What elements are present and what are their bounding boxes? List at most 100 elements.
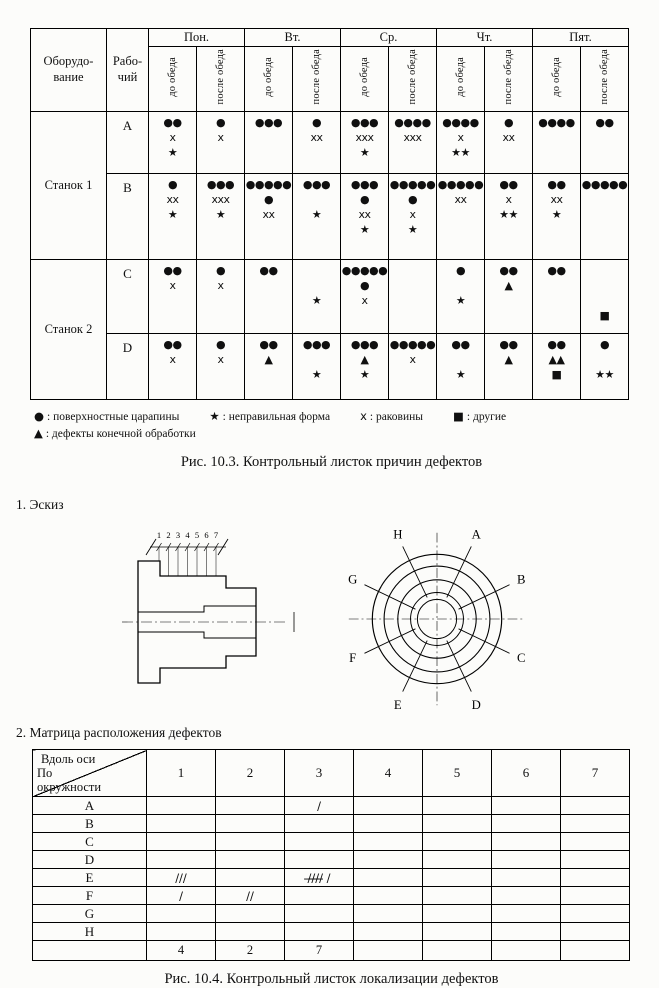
matrix-row-d: D	[32, 850, 630, 869]
bore-lower-line	[138, 631, 256, 639]
symbol-cell: ●●	[580, 111, 629, 174]
symbol-cell: ●● x ★	[148, 111, 197, 174]
part-outline	[137, 560, 257, 684]
legend: ●: поверхностные царапины ★: неправильна…	[34, 409, 633, 440]
tally-cell	[284, 886, 354, 905]
symbol-cell: ●● x	[148, 333, 197, 400]
total-cell	[560, 940, 630, 961]
matrix-column-header: 7	[560, 749, 630, 797]
equipment-cell: Станок 2	[30, 259, 107, 400]
zone-number: 2	[166, 530, 170, 540]
table-row-worker-a: Станок 1 A ●● x ★ ● x ●●● ● xx ●●● xxx ★…	[30, 111, 629, 260]
tally-cell	[215, 850, 285, 869]
matrix-row-b: B	[32, 814, 630, 833]
row-label: E	[32, 868, 147, 887]
sector-label: D	[472, 698, 481, 712]
tally-cell	[284, 814, 354, 833]
tally-cell	[560, 832, 630, 851]
shift-header-row: до обеда после обеда до обеда после обед…	[31, 46, 629, 112]
symbol-cell: ●●●● xxx	[388, 111, 437, 174]
table-row-worker-b: B ● xx ★ ●●● xxx ★ ●●●●● ● xx ●●● ★ ●●● …	[31, 173, 629, 260]
matrix-column-header: 3	[284, 749, 354, 797]
symbol-cell: ●●●●● ● xx	[244, 173, 293, 260]
tally-cell	[422, 886, 492, 905]
sector-label: H	[393, 528, 402, 542]
matrix-row-h: H	[32, 922, 630, 941]
tally-cell	[146, 904, 216, 923]
equipment-cell: Станок 1	[30, 111, 107, 260]
worker-cell: B	[106, 173, 149, 260]
sector-label: B	[517, 573, 526, 587]
symbol-cell: ●● ▲▲ ■	[532, 333, 581, 400]
symbol-cell: ● xx	[484, 111, 533, 174]
symbol-cell: ●●●●● ● x ★	[388, 173, 437, 260]
before-lunch-label: до обеда	[262, 57, 274, 97]
zone-number: 7	[214, 530, 218, 540]
symbol-cell: ●●● xxx ★	[196, 173, 245, 260]
total-cell: 2	[215, 940, 285, 961]
after-lunch-label: после обеда	[406, 49, 418, 105]
tally-cell	[422, 796, 492, 815]
worker-column-header: Рабо- чий	[106, 28, 149, 112]
symbol-cell: ●●	[244, 259, 293, 334]
tally-cell: /	[146, 886, 216, 905]
zone-number: 3	[176, 530, 180, 540]
before-lunch-label: до обеда	[454, 57, 466, 97]
legend-item-others: ■: другие	[453, 409, 506, 423]
matrix-column-header: 5	[422, 749, 492, 797]
symbol-cell: ●●● ★	[292, 333, 341, 400]
tally-cell	[353, 922, 423, 941]
after-lunch-label: после обеда	[502, 49, 514, 105]
shift-header: после обеда	[580, 46, 629, 112]
tally-cell	[284, 904, 354, 923]
dimension-end-mark	[145, 538, 157, 556]
symbol-cell: ●●● xxx ★	[340, 111, 389, 174]
shift-header: после обеда	[484, 46, 533, 112]
symbol-cell: ●●● ★	[292, 173, 341, 260]
day-header-row: Оборудо- вание Рабо- чий Пон. Вт. Ср. Чт…	[30, 28, 629, 112]
total-cell	[422, 940, 492, 961]
section-1-heading: 1. Эскиз	[16, 497, 64, 512]
matrix-column-header: 4	[353, 749, 423, 797]
tally-cell	[422, 814, 492, 833]
figure-10-3-caption: Рис. 10.3. Контрольный листок причин деф…	[180, 454, 483, 470]
legend-label: : неправильная форма	[222, 411, 331, 423]
tally-cell	[560, 904, 630, 923]
legend-line-1: ●: поверхностные царапины ★: неправильна…	[34, 409, 633, 423]
equipment-column-header: Оборудо- вание	[30, 28, 107, 112]
symbol-cell: ●●	[532, 259, 581, 334]
shift-header: после обеда	[388, 46, 437, 112]
tally-cell	[560, 796, 630, 815]
tally-cell	[560, 814, 630, 833]
tally-cell	[422, 868, 492, 887]
symbol-cell: ● x	[196, 111, 245, 174]
legend-item-scratches: ●: поверхностные царапины	[34, 409, 179, 423]
day-header-mon: Пон.	[148, 28, 245, 47]
symbol-cell: ● ★	[436, 259, 485, 334]
tally-cell	[560, 850, 630, 869]
tally-cell	[353, 904, 423, 923]
symbol-cell: ●●●●● ● x	[340, 259, 389, 334]
day-header-tue: Вт.	[244, 28, 341, 47]
tally-cell: //	[215, 886, 285, 905]
part-front-sketch: H A G B F C E D	[348, 528, 526, 713]
triangle-symbol: ▲	[34, 426, 43, 440]
before-lunch-label: до обеда	[166, 57, 178, 97]
tally-cell	[284, 850, 354, 869]
defect-location-matrix: Вдоль оси По окружности 1 2 3 4 5 6 7 A …	[32, 749, 630, 961]
symbol-cell: ●● ▲	[484, 333, 533, 400]
table-row-worker-d: D ●● x ● x ●● ▲ ●●● ★ ●●● ▲ ★ ●●●●● x ●●…	[31, 333, 629, 400]
sector-line	[446, 640, 472, 692]
day-header-fri: Пят.	[532, 28, 629, 47]
sector-line	[458, 628, 510, 654]
matrix-row-e: E /// /̶/̶/̶/̶ /	[32, 868, 630, 887]
part-section-sketch: 1 2 3 4 5 6 7	[122, 530, 295, 684]
after-lunch-label: после обеда	[310, 49, 322, 105]
x-symbol: x	[360, 409, 367, 423]
tally-cell	[491, 832, 561, 851]
tally-cell	[560, 886, 630, 905]
worker-cell: D	[106, 333, 149, 400]
before-lunch-label: до обеда	[358, 57, 370, 97]
symbol-cell: ●●●	[244, 111, 293, 174]
square-symbol: ■	[453, 409, 464, 423]
